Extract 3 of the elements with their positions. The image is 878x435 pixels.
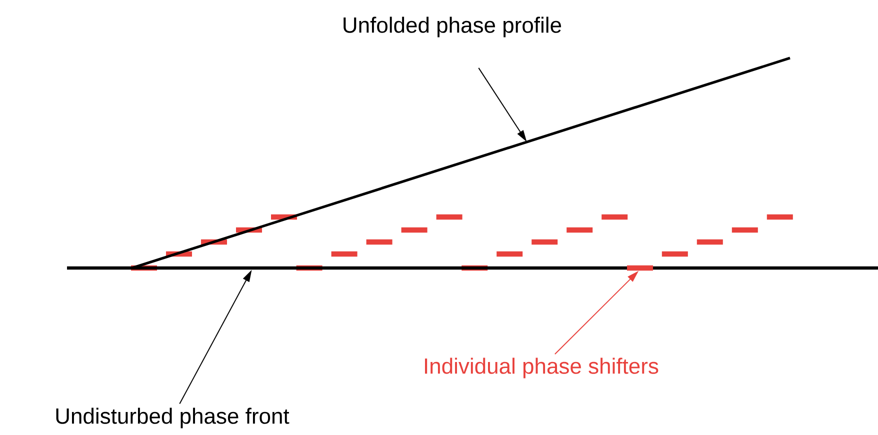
label-text: Individual phase shifters xyxy=(425,358,658,378)
label-text: Unfolded phase profile xyxy=(344,16,562,38)
label-text: Undisturbed phase front xyxy=(56,408,290,428)
